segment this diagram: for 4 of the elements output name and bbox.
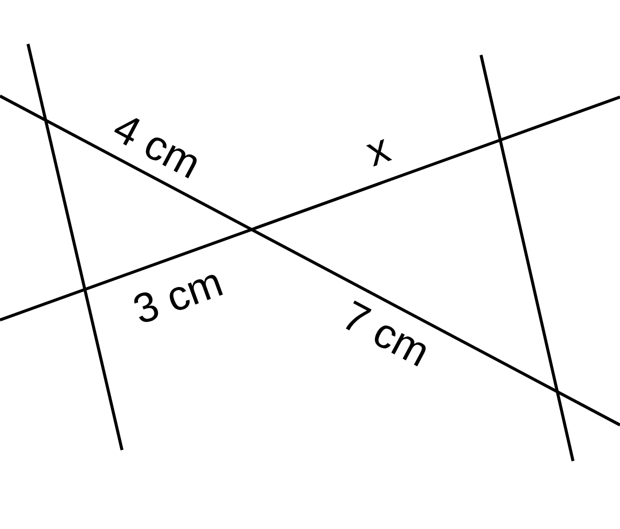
- length-label: 3 cm: [128, 260, 228, 332]
- length-label: 7 cm: [336, 294, 436, 374]
- length-label: x: [360, 126, 396, 174]
- length-label: 4 cm: [106, 106, 208, 186]
